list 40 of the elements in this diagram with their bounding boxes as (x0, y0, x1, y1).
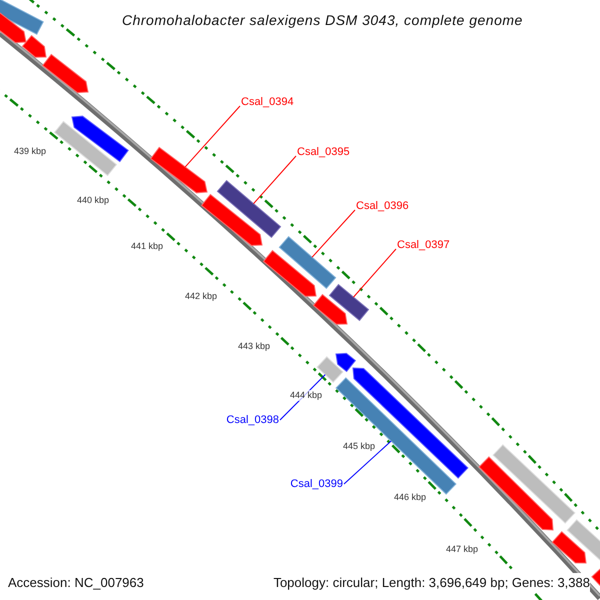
gene-block (478, 456, 554, 531)
gene-block (200, 194, 263, 246)
tick-label: 444 kbp (290, 390, 322, 401)
gene-block (216, 180, 282, 238)
gene-block (566, 519, 600, 561)
gene-block (316, 356, 344, 383)
tick-label: 447 kbp (446, 544, 478, 555)
leader-line (253, 156, 296, 204)
leader-line (352, 248, 396, 298)
gene-block (0, 12, 27, 44)
gene-label: Csal_0396 (356, 200, 409, 213)
gene-block (0, 0, 44, 35)
gene-block (312, 294, 348, 325)
gene-label: Csal_0394 (241, 96, 294, 109)
gene-block (71, 116, 129, 162)
map-title: Chromohalobacter salexigens DSM 3043, complete genome (122, 11, 523, 30)
gene-label: Csal_0397 (397, 239, 450, 252)
gene-block (552, 531, 587, 564)
genome-summary-text: Topology: circular; Length: 3,696,649 bp; Genes: 3,388 (273, 573, 590, 592)
gene-block (492, 444, 576, 524)
gene-block (54, 120, 118, 176)
gene-block (42, 54, 89, 94)
tick-label: 440 kbp (77, 195, 110, 206)
leader-line (344, 440, 392, 484)
leader-line (184, 106, 240, 168)
tick-label: 446 kbp (394, 492, 426, 503)
gene-label: Csal_0399 (290, 478, 343, 491)
tick-label: 445 kbp (343, 441, 376, 452)
leader-line (312, 210, 356, 258)
gene-label: Csal_0395 (297, 146, 350, 159)
tick-label: 441 kbp (131, 241, 164, 252)
gene-block (335, 352, 356, 372)
gene-block (262, 250, 317, 297)
gene-label: Csal_0398 (226, 414, 279, 427)
tick-label: 443 kbp (238, 341, 270, 352)
gene-block (278, 236, 336, 289)
tick-label: 442 kbp (185, 291, 218, 302)
gene-block (150, 146, 208, 194)
tick-label: 439 kbp (14, 146, 46, 157)
gene-block (328, 284, 370, 322)
